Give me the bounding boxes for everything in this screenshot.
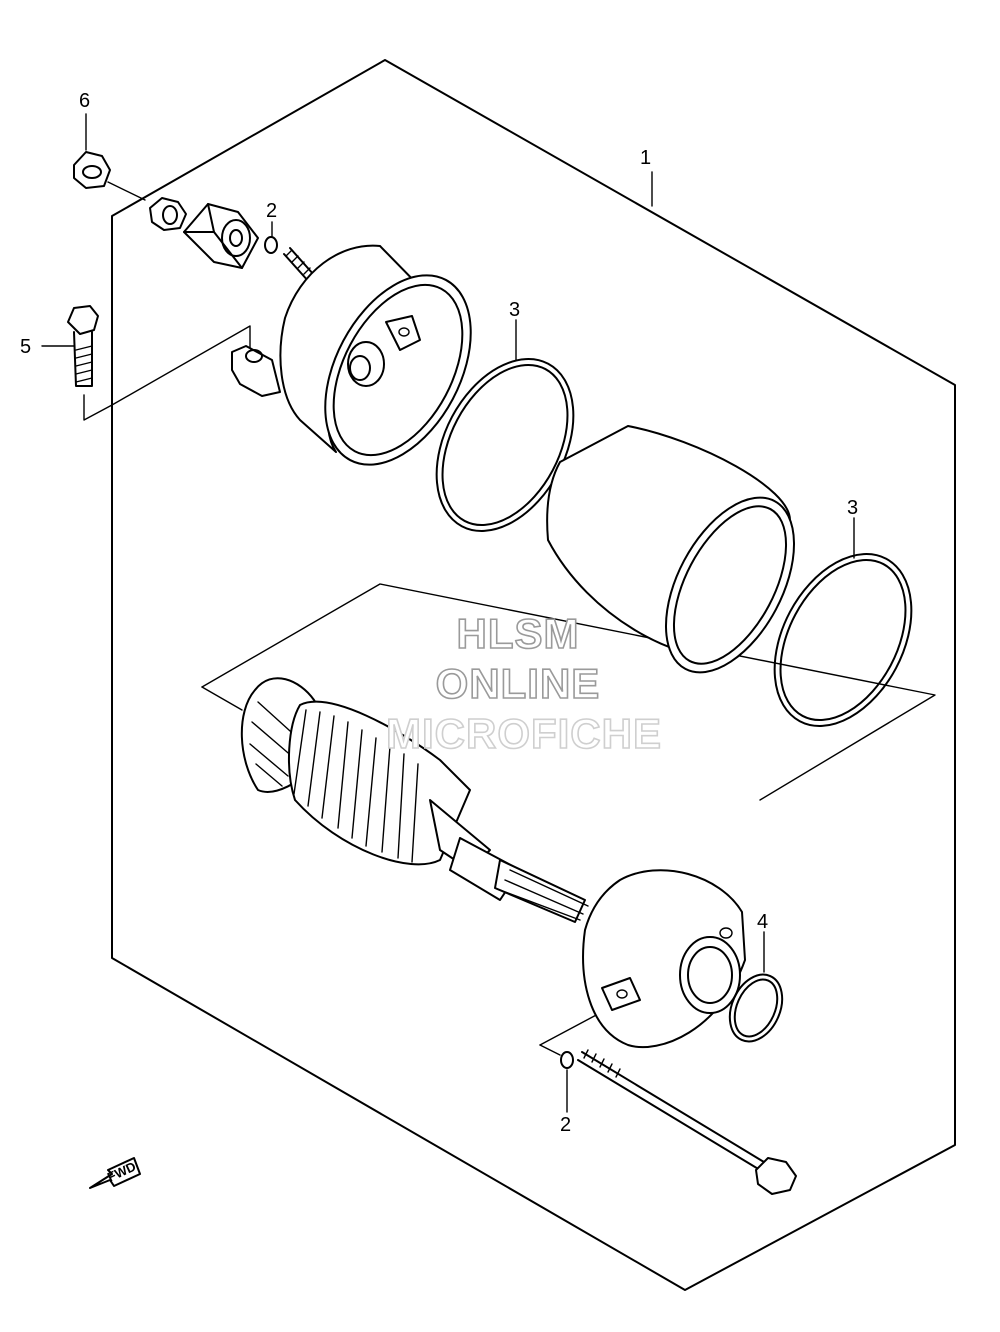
o-ring-top-part-2 [264, 221, 278, 254]
mounting-bolt-part-5 [41, 305, 99, 387]
callout-3-right: 3 [847, 497, 858, 519]
flange-nut-part-6 [73, 151, 146, 201]
front-housing [582, 869, 746, 1049]
armature [240, 677, 589, 923]
through-bolt [577, 1049, 797, 1195]
terminal-cap [183, 203, 259, 269]
bolt-bracket-lines [83, 325, 251, 421]
washer-nut [149, 197, 187, 231]
forward-direction-arrow: FWD [89, 1157, 141, 1189]
callout-1: 1 [640, 147, 651, 169]
assembly-outline [111, 59, 956, 1291]
o-ring-part-4 [728, 931, 784, 1043]
callout-4: 4 [757, 911, 768, 933]
watermark-line-2: ONLINE [436, 660, 601, 707]
watermark: HLSM ONLINE MICROFICHE [385, 609, 662, 758]
watermark-line-1: HLSM [457, 610, 580, 657]
yoke [546, 425, 796, 674]
callout-5: 5 [20, 336, 31, 358]
watermark-line-3: MICROFICHE [386, 710, 662, 757]
rear-housing [231, 244, 472, 466]
callout-3-left: 3 [509, 299, 520, 321]
callout-2-bottom: 2 [560, 1114, 571, 1136]
o-ring-part-3-right [773, 517, 913, 727]
callout-2-top: 2 [266, 200, 277, 222]
o-ring-bottom-part-2 [560, 1051, 574, 1113]
callout-6: 6 [79, 90, 90, 112]
